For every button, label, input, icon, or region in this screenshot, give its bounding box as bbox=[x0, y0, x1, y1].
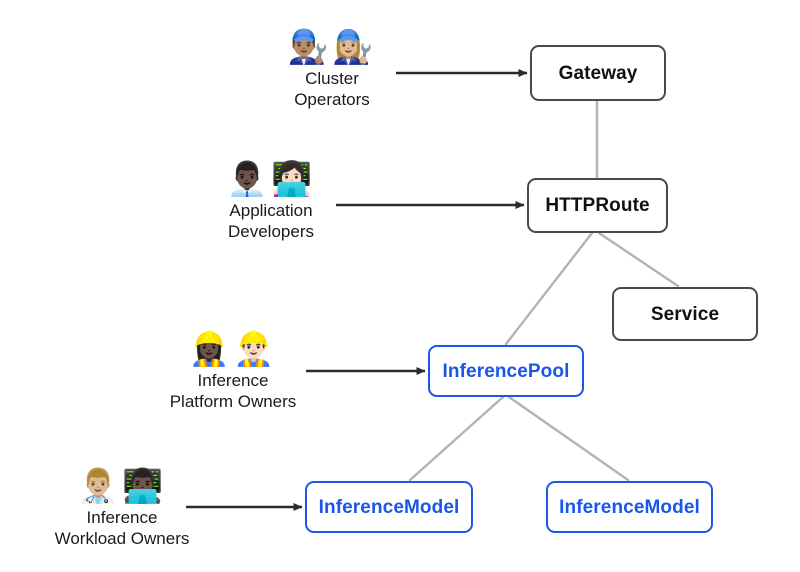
node-inferencepool-label: InferencePool bbox=[442, 360, 570, 382]
node-inferencepool[interactable]: InferencePool bbox=[428, 345, 584, 397]
connector-inferencepool-model2 bbox=[507, 395, 630, 482]
connector-httproute-inferencepool bbox=[504, 231, 594, 346]
inference-workload-owners-label-line1: Inference bbox=[86, 507, 158, 527]
node-gateway-label: Gateway bbox=[558, 62, 638, 84]
persona-cluster-operators: 👨🏽‍🔧👩🏼‍🔧 Cluster Operators bbox=[217, 28, 447, 111]
node-inferencemodel-2-label: InferenceModel bbox=[559, 496, 700, 518]
node-gateway[interactable]: Gateway bbox=[530, 45, 666, 101]
inference-workload-owners-icons: 👨🏼‍⚕️👨🏿‍💻 bbox=[77, 467, 167, 504]
persona-application-developers: 👨🏿‍💼👩🏻‍💻 Application Developers bbox=[156, 160, 386, 243]
node-inferencemodel-1[interactable]: InferenceModel bbox=[305, 481, 473, 533]
node-service-label: Service bbox=[650, 303, 720, 325]
node-httproute[interactable]: HTTPRoute bbox=[527, 178, 668, 233]
cluster-operators-label-line1: Cluster bbox=[305, 68, 359, 88]
node-inferencemodel-1-label: InferenceModel bbox=[318, 496, 460, 518]
inference-workload-owners-label-line2: Workload Owners bbox=[54, 529, 190, 549]
cluster-operators-label-line2: Operators bbox=[294, 90, 370, 110]
application-developers-icons: 👨🏿‍💼👩🏻‍💻 bbox=[226, 160, 316, 197]
node-inferencemodel-2[interactable]: InferenceModel bbox=[546, 481, 713, 533]
application-developers-label-line2: Developers bbox=[228, 222, 314, 242]
connector-httproute-service bbox=[597, 231, 680, 288]
inference-platform-owners-icons: 👷🏿‍♀️👷🏻‍♂️ bbox=[188, 330, 278, 367]
connector-inferencepool-model1 bbox=[408, 395, 505, 482]
inference-platform-owners-label-line2: Platform Owners bbox=[169, 392, 297, 412]
node-httproute-label: HTTPRoute bbox=[545, 195, 650, 216]
cluster-operators-icons: 👨🏽‍🔧👩🏼‍🔧 bbox=[287, 28, 377, 65]
application-developers-label-line1: Application bbox=[229, 200, 313, 220]
node-service[interactable]: Service bbox=[612, 287, 758, 341]
persona-inference-workload-owners: 👨🏼‍⚕️👨🏿‍💻 Inference Workload Owners bbox=[7, 467, 237, 550]
persona-inference-platform-owners: 👷🏿‍♀️👷🏻‍♂️ Inference Platform Owners bbox=[118, 330, 348, 413]
inference-platform-owners-label-line1: Inference bbox=[197, 370, 269, 390]
